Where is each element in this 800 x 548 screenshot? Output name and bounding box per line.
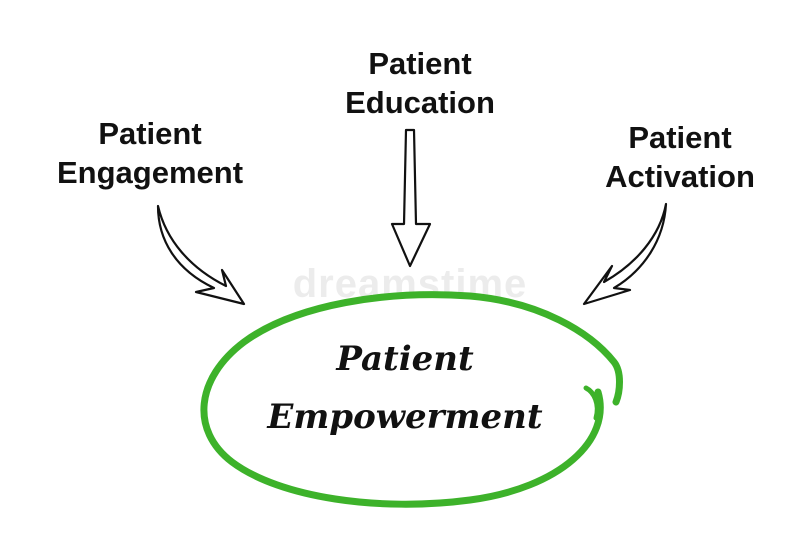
label-line: Patient xyxy=(98,116,202,151)
arrow-engagement xyxy=(156,204,246,306)
center-line: Patient xyxy=(336,339,474,379)
label-line: Patient xyxy=(368,46,472,81)
label-patient-education: Patient Education xyxy=(320,44,520,122)
center-line: Empowerment xyxy=(267,397,543,437)
label-line: Activation xyxy=(605,159,755,194)
label-line: Patient xyxy=(628,120,732,155)
label-line: Engagement xyxy=(56,155,244,190)
arrow-education xyxy=(390,128,432,268)
center-ellipse-tail xyxy=(583,385,600,421)
label-patient-activation: Patient Activation xyxy=(582,118,778,196)
center-ellipse xyxy=(200,291,623,508)
label-line: Education xyxy=(345,85,495,120)
center-label-patient-empowerment: Patient Empowerment xyxy=(190,330,620,446)
arrow-activation xyxy=(582,202,668,306)
label-patient-engagement: Patient Engagement xyxy=(40,114,260,192)
